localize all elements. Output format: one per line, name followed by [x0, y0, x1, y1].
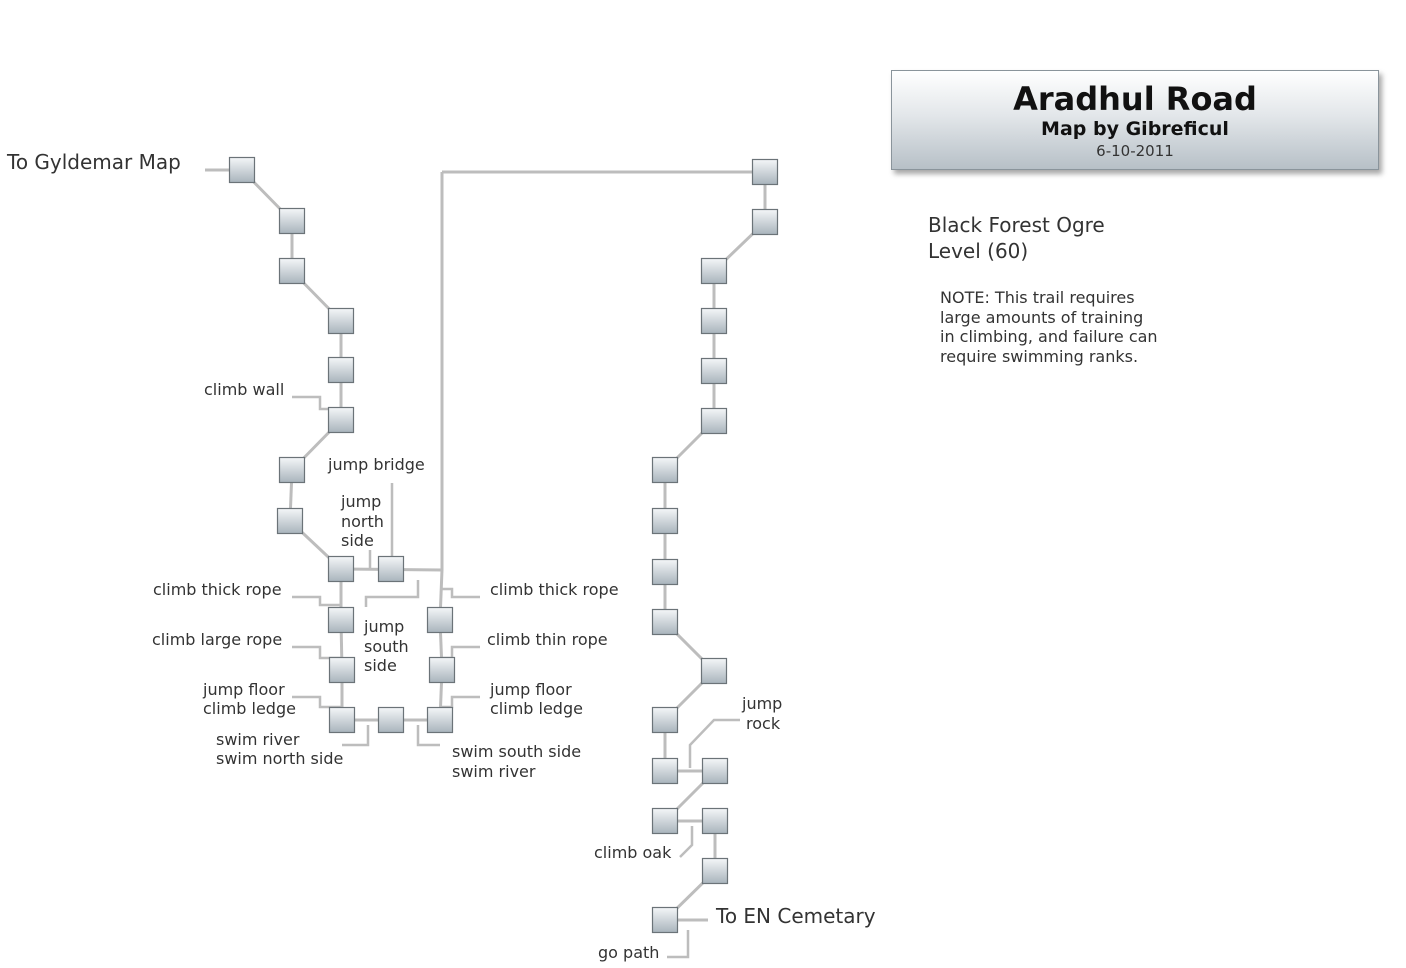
map-date: 6-10-2011 — [1096, 142, 1174, 160]
map-title: Aradhul Road — [1013, 80, 1257, 118]
label-climb-thin-rope: climb thin rope — [487, 630, 608, 649]
room-3[interactable] — [278, 257, 306, 285]
label-to-en-cemetary[interactable]: To EN Cemetary — [715, 904, 876, 928]
room-16[interactable] — [428, 656, 456, 684]
label-climb-thick-rope-right: climb thick rope — [490, 580, 619, 599]
room-32[interactable] — [651, 807, 679, 835]
room-6[interactable] — [327, 406, 355, 434]
room-10[interactable] — [377, 555, 405, 583]
room-26[interactable] — [651, 558, 679, 586]
label-swim-river-left: swim river — [216, 730, 300, 749]
room-25[interactable] — [651, 507, 679, 535]
room-18[interactable] — [751, 158, 779, 186]
label-climb-ledge-right: climb ledge — [490, 699, 583, 718]
trail-note: NOTE: This trail requires large amounts … — [940, 288, 1158, 366]
room-5[interactable] — [327, 356, 355, 384]
room-1[interactable] — [228, 156, 256, 184]
map-labels: To Gyldemar Map climb wall jump bridge j… — [6, 150, 876, 962]
mob-level: Level (60) — [928, 239, 1029, 263]
room-21[interactable] — [700, 307, 728, 335]
label-jump-south-2: south — [364, 637, 409, 656]
mob-name: Black Forest Ogre — [928, 213, 1105, 237]
room-4[interactable] — [327, 307, 355, 335]
room-20[interactable] — [700, 257, 728, 285]
room-35[interactable] — [651, 906, 679, 934]
label-jump-south-3: side — [364, 656, 397, 675]
label-jump-floor-left: jump floor — [202, 680, 285, 699]
room-7[interactable] — [278, 456, 306, 484]
room-31[interactable] — [701, 757, 729, 785]
label-climb-ledge-left: climb ledge — [203, 699, 296, 718]
room-17[interactable] — [426, 606, 454, 634]
label-jump-bridge: jump bridge — [327, 455, 425, 474]
label-jump-rock-1: jump — [741, 694, 782, 713]
label-climb-wall: climb wall — [204, 380, 284, 399]
label-jump-north-3: side — [341, 531, 374, 550]
label-jump-north-2: north — [341, 512, 384, 531]
room-24[interactable] — [651, 456, 679, 484]
label-climb-large-rope: climb large rope — [152, 630, 282, 649]
mob-info: Black Forest Ogre Level (60) — [928, 212, 1105, 264]
map-author: Map by Gibreficul — [1041, 118, 1229, 140]
label-jump-floor-right: jump floor — [489, 680, 572, 699]
room-14[interactable] — [377, 706, 405, 734]
room-2[interactable] — [278, 207, 306, 235]
room-15[interactable] — [426, 706, 454, 734]
room-34[interactable] — [701, 857, 729, 885]
room-19[interactable] — [751, 208, 779, 236]
label-jump-south-1: jump — [363, 617, 404, 636]
label-to-gyldemar-map[interactable]: To Gyldemar Map — [6, 150, 181, 174]
label-swim-north-side: swim north side — [216, 749, 343, 768]
room-22[interactable] — [700, 357, 728, 385]
label-climb-thick-rope-left: climb thick rope — [153, 580, 282, 599]
label-jump-rock-2: rock — [746, 714, 781, 733]
label-swim-south-side: swim south side — [452, 742, 581, 761]
room-23[interactable] — [700, 407, 728, 435]
label-swim-river-right: swim river — [452, 762, 536, 781]
room-13[interactable] — [328, 706, 356, 734]
room-9[interactable] — [327, 555, 355, 583]
room-12[interactable] — [328, 656, 356, 684]
room-30[interactable] — [651, 757, 679, 785]
label-jump-north-1: jump — [340, 492, 381, 511]
label-go-path: go path — [598, 943, 659, 962]
room-8[interactable] — [276, 507, 304, 535]
room-33[interactable] — [701, 807, 729, 835]
map-title-box: Aradhul Road Map by Gibreficul 6-10-2011 — [891, 70, 1379, 170]
room-11[interactable] — [327, 606, 355, 634]
room-28[interactable] — [700, 657, 728, 685]
room-27[interactable] — [651, 608, 679, 636]
rooms — [228, 156, 779, 934]
label-climb-oak: climb oak — [594, 843, 672, 862]
room-29[interactable] — [651, 706, 679, 734]
